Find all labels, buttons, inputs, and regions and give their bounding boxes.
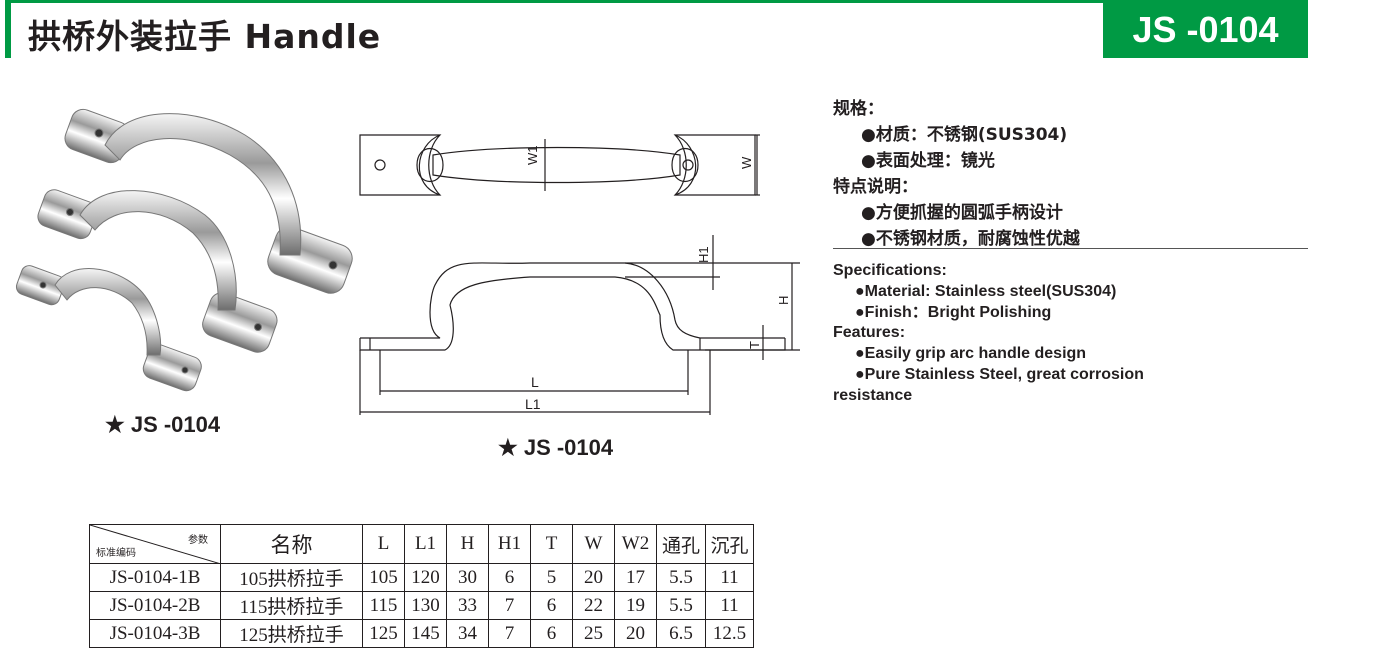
feature-item: ●方便抓握的圆弧手柄设计 bbox=[861, 203, 1063, 223]
cell: 7 bbox=[488, 619, 531, 648]
feature-item: ●Pure Stainless Steel, great corrosion bbox=[855, 365, 1144, 383]
dim-label-h: H bbox=[776, 296, 791, 305]
cell: 120 bbox=[404, 563, 447, 592]
header-accent-bar bbox=[5, 0, 11, 58]
features-heading: Features: bbox=[833, 324, 906, 342]
dim-label-l: L bbox=[531, 374, 539, 390]
dim-label-w: W bbox=[739, 156, 754, 169]
cell: 11 bbox=[705, 591, 754, 620]
col-header: T bbox=[530, 524, 573, 564]
cell: 130 bbox=[404, 591, 447, 620]
cell: 25 bbox=[572, 619, 615, 648]
cell: 11 bbox=[705, 563, 754, 592]
corner-bottom-label: 标准编码 bbox=[96, 548, 136, 559]
feature-item: ●不锈钢材质，耐腐蚀性优越 bbox=[861, 229, 1080, 249]
spec-chinese: 规格： ●材质：不锈钢(SUS304) ●表面处理：镜光 特点说明： ●方便抓握… bbox=[833, 96, 1080, 252]
cell: 34 bbox=[446, 619, 489, 648]
col-header: H bbox=[446, 524, 489, 564]
spec-material: ●Material: Stainless steel(SUS304) bbox=[855, 282, 1117, 300]
spec-finish: ●表面处理：镜光 bbox=[861, 151, 995, 171]
feature-item-cont: resistance bbox=[833, 386, 913, 404]
cell-name: 115拱桥拉手 bbox=[220, 591, 363, 620]
product-code-badge: JS -0104 bbox=[1103, 0, 1308, 58]
side-view: H1 H T L L1 bbox=[359, 235, 800, 415]
cell: 20 bbox=[572, 563, 615, 592]
cell: 6 bbox=[530, 591, 573, 620]
cell: 145 bbox=[404, 619, 447, 648]
drawing-caption: ★ JS -0104 bbox=[498, 435, 614, 460]
cell: 125 bbox=[362, 619, 405, 648]
col-header: L1 bbox=[404, 524, 447, 564]
col-header: 名称 bbox=[220, 524, 363, 564]
dim-label-w1: W1 bbox=[525, 146, 540, 166]
handle-small bbox=[15, 265, 202, 392]
product-photo bbox=[15, 108, 353, 392]
cell: 20 bbox=[614, 619, 657, 648]
cell-name: 125拱桥拉手 bbox=[220, 619, 363, 648]
dim-label-l1: L1 bbox=[525, 396, 541, 412]
cell-code: JS-0104-2B bbox=[89, 591, 221, 620]
corner-top-label: 参数 bbox=[188, 535, 208, 546]
cell: 19 bbox=[614, 591, 657, 620]
top-view: W1 W bbox=[359, 134, 760, 196]
photo-caption: ★ JS -0104 bbox=[105, 412, 221, 437]
header-rule bbox=[5, 0, 1308, 3]
spec-heading: 规格： bbox=[833, 99, 884, 119]
cell: 6 bbox=[530, 619, 573, 648]
cell: 105 bbox=[362, 563, 405, 592]
cell: 6.5 bbox=[656, 619, 706, 648]
cell: 7 bbox=[488, 591, 531, 620]
cell: 6 bbox=[488, 563, 531, 592]
cell: 12.5 bbox=[705, 619, 754, 648]
spec-heading: Specifications: bbox=[833, 262, 947, 279]
page-title: 拱桥外装拉手 Handle bbox=[28, 17, 382, 56]
cell: 5 bbox=[530, 563, 573, 592]
feature-item: ●Easily grip arc handle design bbox=[855, 345, 1087, 363]
col-header: 通孔 bbox=[656, 524, 706, 564]
handle-large bbox=[64, 108, 353, 294]
cell: 5.5 bbox=[656, 563, 706, 592]
col-header: W2 bbox=[614, 524, 657, 564]
col-header: 沉孔 bbox=[705, 524, 754, 564]
spec-table: 参数 标准编码 名称 L L1 H H1 T W W2 通孔 沉孔 JS-010… bbox=[89, 524, 754, 648]
handle-medium bbox=[37, 189, 278, 353]
col-header: H1 bbox=[488, 524, 531, 564]
dim-label-h1: H1 bbox=[696, 246, 711, 263]
corner-cell: 参数 标准编码 bbox=[89, 524, 221, 564]
col-header: L bbox=[362, 524, 405, 564]
cell: 5.5 bbox=[656, 591, 706, 620]
cell: 22 bbox=[572, 591, 615, 620]
spec-material: ●材质：不锈钢(SUS304) bbox=[861, 125, 1068, 145]
table-header-row: 参数 标准编码 名称 L L1 H H1 T W W2 通孔 沉孔 bbox=[89, 524, 754, 564]
cell-code: JS-0104-1B bbox=[89, 563, 221, 592]
technical-drawing: W1 W H1 H T L L1 bbox=[359, 134, 800, 415]
cell: 115 bbox=[362, 591, 405, 620]
spec-english: Specifications: ●Material: Stainless ste… bbox=[833, 261, 1233, 407]
cell: 33 bbox=[446, 591, 489, 620]
cell: 30 bbox=[446, 563, 489, 592]
dim-label-t: T bbox=[747, 341, 762, 349]
col-header: W bbox=[572, 524, 615, 564]
divider bbox=[833, 248, 1308, 249]
cell: 17 bbox=[614, 563, 657, 592]
spec-finish: ●Finish：Bright Polishing bbox=[855, 303, 1052, 321]
features-heading: 特点说明： bbox=[833, 177, 918, 197]
cell-code: JS-0104-3B bbox=[89, 619, 221, 648]
cell-name: 105拱桥拉手 bbox=[220, 563, 363, 592]
